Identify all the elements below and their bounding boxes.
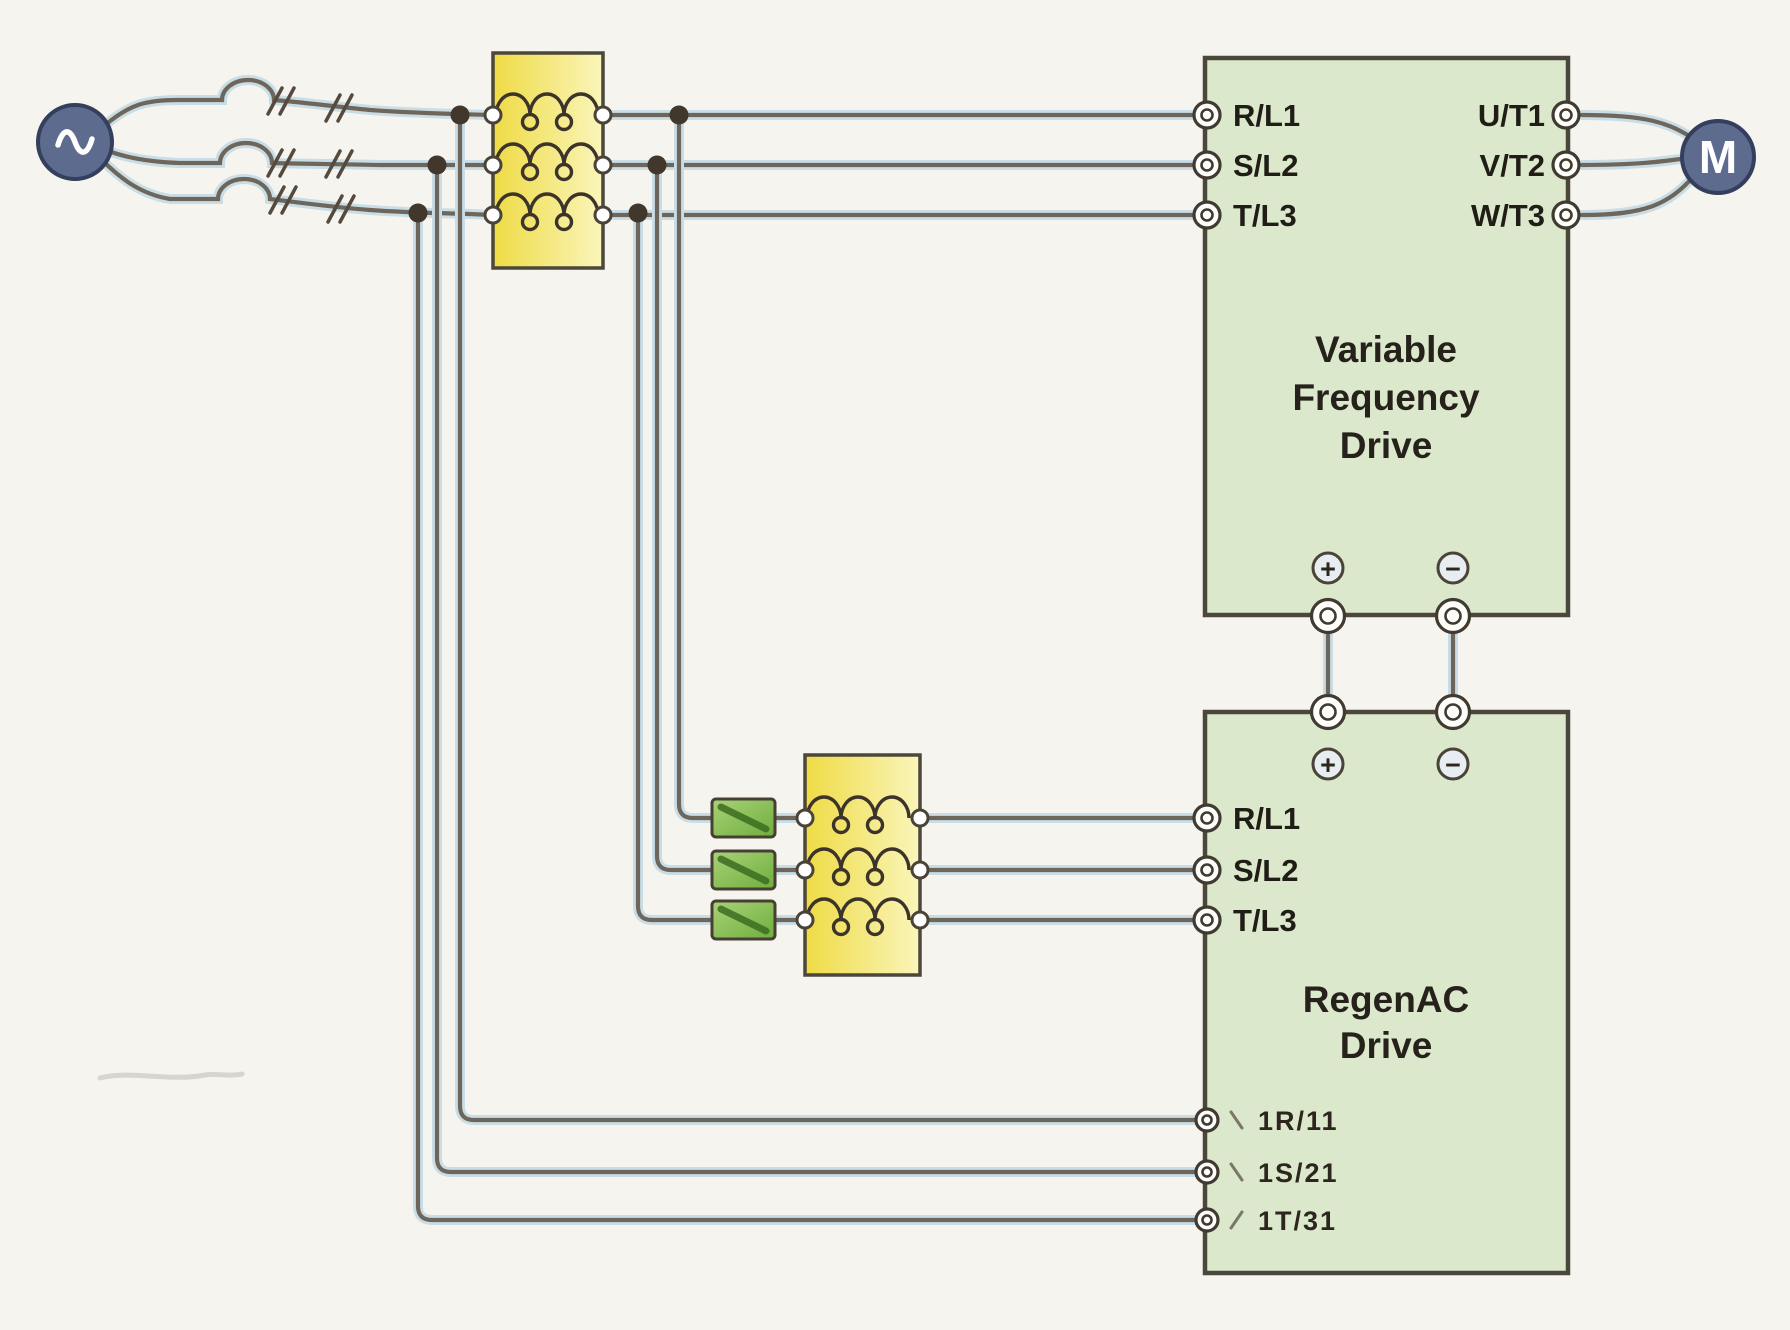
reactor-terminal xyxy=(795,860,815,880)
reactor-terminal xyxy=(910,808,930,828)
vfd-dc-minus-badge xyxy=(1436,551,1470,585)
pencil-smudge xyxy=(97,1071,245,1081)
vfd-title-line3: Drive xyxy=(1340,425,1433,466)
vfd-terminal-t xyxy=(1192,200,1222,230)
wire-regen-feed-1 xyxy=(676,112,717,821)
vfd-terminal-u xyxy=(1551,100,1581,130)
motor-circle xyxy=(1680,119,1756,195)
regen-sense-label-3: 1T/31 xyxy=(1258,1206,1337,1236)
reactor-terminal xyxy=(795,808,815,828)
sine-wave-icon xyxy=(55,129,95,155)
vfd-title-line2: Frequency xyxy=(1292,377,1480,418)
regen-dc-plus-terminal xyxy=(1309,693,1347,731)
sense-tick xyxy=(1229,1210,1244,1230)
vfd-dc-minus-symbol: − xyxy=(1445,554,1461,584)
reactor-body xyxy=(803,753,922,977)
fuses xyxy=(712,799,775,939)
regen-box: RegenAC Drive R/L1 S/L2 T/L3 + − 1R/11 1… xyxy=(1192,693,1571,1276)
regen-dc-minus-terminal xyxy=(1434,693,1472,731)
regen-input-label-t: T/L3 xyxy=(1233,903,1297,938)
regen-sense-terminal-1 xyxy=(1194,1107,1220,1133)
junction-dots xyxy=(408,105,689,223)
wire-sense-2 xyxy=(434,162,1208,1175)
motor-icon: M xyxy=(1680,119,1756,195)
reactor-terminal xyxy=(593,155,613,175)
vfd-title-line1: Variable xyxy=(1315,329,1457,370)
vfd-terminal-w xyxy=(1551,200,1581,230)
regen-sense-label-1: 1R/11 xyxy=(1258,1106,1339,1136)
vfd-input-label-r: R/L1 xyxy=(1233,98,1300,133)
wire-vfd-motor-u xyxy=(1579,112,1697,142)
vfd-output-label-v: V/T2 xyxy=(1480,148,1545,183)
junction-dot xyxy=(628,203,648,223)
line-reactor-bottom xyxy=(795,753,930,977)
vfd-body xyxy=(1202,55,1571,618)
reactor-terminal xyxy=(483,155,503,175)
line-reactor-top xyxy=(483,51,613,270)
vfd-dc-plus-badge xyxy=(1311,551,1345,585)
junction-dot xyxy=(408,203,428,223)
vfd-terminal-r xyxy=(1192,100,1222,130)
wire-vfd-motor-w xyxy=(1579,173,1697,218)
reactor-terminal xyxy=(910,910,930,930)
reactor-terminal xyxy=(795,910,815,930)
regen-input-label-r: R/L1 xyxy=(1233,801,1300,836)
regen-input-label-s: S/L2 xyxy=(1233,853,1298,888)
reactor-terminal xyxy=(910,860,930,880)
reactor-body xyxy=(491,51,605,270)
reactor-terminal xyxy=(593,205,613,225)
regen-dc-minus-badge xyxy=(1436,747,1470,781)
vfd-dc-minus-terminal xyxy=(1434,597,1472,635)
wire-source-l3 xyxy=(99,157,496,218)
regen-title-line2: Drive xyxy=(1340,1025,1433,1066)
wire-source-l1 xyxy=(101,77,496,129)
regen-body xyxy=(1202,709,1571,1276)
vfd-dc-plus-symbol: + xyxy=(1320,554,1336,584)
regen-terminal-r xyxy=(1192,803,1222,833)
vfd-terminal-v xyxy=(1551,150,1581,180)
regen-dc-minus-symbol: − xyxy=(1445,750,1461,780)
vfd-output-label-w: W/T3 xyxy=(1471,198,1545,233)
wires xyxy=(97,75,1699,1225)
regen-sense-terminal-2 xyxy=(1194,1159,1220,1185)
reactor-terminal xyxy=(483,105,503,125)
regen-sense-terminal-3 xyxy=(1194,1207,1220,1233)
fuse-icon xyxy=(712,901,775,939)
junction-dot xyxy=(427,155,447,175)
fuse-icon xyxy=(712,799,775,837)
junction-dot xyxy=(450,105,470,125)
fuse-icon xyxy=(712,851,775,889)
vfd-output-label-u: U/T1 xyxy=(1478,98,1545,133)
wire-regen-feed-3 xyxy=(635,210,717,923)
regen-dc-plus-badge xyxy=(1311,747,1345,781)
reactor-terminal xyxy=(593,105,613,125)
vfd-input-label-s: S/L2 xyxy=(1233,148,1298,183)
sense-tick xyxy=(1229,1162,1244,1182)
regen-terminal-t xyxy=(1192,905,1222,935)
wire-sense-3 xyxy=(415,210,1208,1223)
sense-tick xyxy=(1229,1110,1244,1130)
wire-regen-feed-2 xyxy=(654,162,717,873)
motor-label: M xyxy=(1699,131,1737,183)
vfd-box: Variable Frequency Drive R/L1 S/L2 T/L3 … xyxy=(1192,55,1581,635)
junction-dot xyxy=(647,155,667,175)
vfd-terminal-s xyxy=(1192,150,1222,180)
wire-source-l2 xyxy=(103,140,496,168)
regen-dc-plus-symbol: + xyxy=(1320,750,1336,780)
regen-terminal-s xyxy=(1192,855,1222,885)
regen-sense-label-2: 1S/21 xyxy=(1258,1158,1339,1188)
ac-source-icon xyxy=(36,103,114,181)
regen-title-line1: RegenAC xyxy=(1303,979,1470,1020)
reactor-terminal xyxy=(483,205,503,225)
vfd-dc-plus-terminal xyxy=(1309,597,1347,635)
vfd-input-label-t: T/L3 xyxy=(1233,198,1297,233)
junction-dot xyxy=(669,105,689,125)
wire-sense-1 xyxy=(457,112,1208,1123)
